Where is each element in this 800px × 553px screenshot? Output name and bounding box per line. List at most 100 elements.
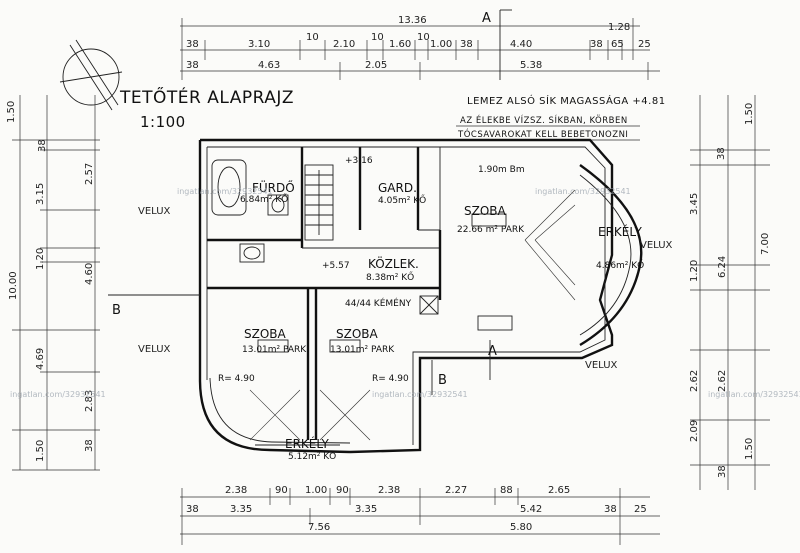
dim-bottom: 88 xyxy=(500,485,513,496)
room-name-corridor: KÖZLEK. xyxy=(368,255,419,271)
building-walls xyxy=(198,138,614,454)
chimney-label: 44/44 KÉMÉNY xyxy=(345,297,412,309)
dim-right: 38 xyxy=(717,465,728,478)
dim-bottom: 38 xyxy=(186,504,199,515)
room-name-bedroom-right: SZOBA xyxy=(336,327,379,341)
balcony-right xyxy=(524,164,643,347)
dim-bottom: 3.35 xyxy=(355,504,377,515)
watermark: ingatlan.com/32932541 xyxy=(177,187,273,196)
dim-top: 38 xyxy=(460,39,473,50)
dim-bottom: 2.38 xyxy=(378,485,400,496)
dim-left: 2.57 xyxy=(84,163,95,185)
dim-bottom: 25 xyxy=(634,504,647,515)
dimension-chain-right: 1.50 38 3.45 7.00 6.24 1.20 2.62 2.62 2.… xyxy=(689,95,771,490)
dim-bottom: 2.65 xyxy=(548,485,570,496)
dimension-chain-bottom: 2.38 90 1.00 90 2.38 2.27 88 2.65 3.35 3… xyxy=(180,485,660,545)
dim-right: 1.50 xyxy=(744,103,755,125)
section-mark-a-top: A xyxy=(482,9,512,80)
dim-top: 38 xyxy=(186,60,199,71)
room-area-wardrobe: 4.05m² KŐ xyxy=(378,195,426,206)
velux-tag: VELUX xyxy=(138,344,171,355)
dim-bottom: 7.56 xyxy=(308,522,330,533)
dim-top-total: 13.36 xyxy=(398,15,427,26)
dim-bottom: 90 xyxy=(275,485,288,496)
room-name-balcony-right: ERKÉLY xyxy=(598,224,642,239)
section-label: A xyxy=(488,344,497,359)
dim-top: 1.28 xyxy=(608,22,630,33)
dim-left: 38 xyxy=(37,139,48,152)
dim-right: 2.62 xyxy=(717,370,728,392)
dim-top: 4.40 xyxy=(510,39,532,50)
balcony-bottom xyxy=(198,377,371,454)
dim-left: 1.20 xyxy=(35,248,46,270)
watermark: ingatlan.com/32932541 xyxy=(372,390,468,399)
dim-right: 2.09 xyxy=(689,420,700,442)
watermark: ingatlan.com/32932541 xyxy=(535,187,631,196)
dim-bottom: 3.35 xyxy=(230,504,252,515)
dim-bottom: 90 xyxy=(336,485,349,496)
dim-left: 38 xyxy=(84,439,95,452)
watermark: ingatlan.com/32932541 xyxy=(708,390,800,399)
dim-left: 4.69 xyxy=(35,348,46,370)
north-arrow-icon xyxy=(59,39,123,111)
note-slab-height: LEMEZ ALSÓ SÍK MAGASSÁGA +4.81 xyxy=(467,94,666,107)
dim-left: 10.00 xyxy=(8,271,19,300)
dim-bottom: 1.00 xyxy=(305,485,327,496)
note-anchors-1: AZ ÉLEKBE VÍZSZ. SÍKBAN, KÖRBEN xyxy=(460,114,628,126)
section-label: A xyxy=(482,11,491,26)
section-label: B xyxy=(438,373,447,388)
plan-title: TETŐTÉR ALAPRAJZ xyxy=(119,86,294,108)
staircase xyxy=(304,164,334,241)
dim-left: 3.15 xyxy=(35,183,46,205)
dim-top: 2.05 xyxy=(365,60,387,71)
velux-tag: VELUX xyxy=(640,240,673,251)
dim-left: 4.60 xyxy=(84,263,95,285)
room-name-bedroom-main: SZOBA xyxy=(464,204,507,218)
dim-top: 10 xyxy=(417,32,430,43)
velux-tag: VELUX xyxy=(138,206,171,217)
dim-right: 1.50 xyxy=(744,438,755,460)
toilet-icon xyxy=(267,194,289,216)
radius-label: R= 4.90 xyxy=(218,374,255,384)
dim-top: 4.63 xyxy=(258,60,280,71)
elevation-label: +5.57 xyxy=(322,261,350,271)
dim-bottom: 38 xyxy=(604,504,617,515)
watermark: ingatlan.com/32932541 xyxy=(10,390,106,399)
dim-left: 1.50 xyxy=(6,101,17,123)
section-mark-b-right: B xyxy=(431,360,447,395)
radius-label: R= 4.90 xyxy=(372,374,409,384)
section-mark-a-bottom: A xyxy=(488,340,497,380)
dim-bottom: 2.38 xyxy=(225,485,247,496)
room-name-balcony-bottom: ERKÉLY xyxy=(285,436,329,451)
room-area-bedroom-right: 13.01m² PARK xyxy=(330,345,395,355)
dim-top: 10 xyxy=(306,32,319,43)
dim-left: 2.83 xyxy=(84,390,95,412)
dim-right: 2.62 xyxy=(689,370,700,392)
plan-scale: 1:100 xyxy=(140,113,186,131)
dim-top: 25 xyxy=(638,39,651,50)
section-mark-b-left: B xyxy=(108,294,200,318)
dim-bottom: 2.27 xyxy=(445,485,467,496)
section-label: B xyxy=(112,303,121,318)
dim-top: 1.00 xyxy=(430,39,452,50)
room-height-label: 1.90m Bm xyxy=(478,165,525,175)
dim-bottom: 5.80 xyxy=(510,522,532,533)
dim-right: 6.24 xyxy=(717,256,728,278)
room-area-corridor: 8.38m² KŐ xyxy=(366,272,414,283)
velux-tag: VELUX xyxy=(585,360,618,371)
dim-bottom: 5.42 xyxy=(520,504,542,515)
note-anchors-2: TÓCSAVAROKAT KELL BEBETONOZNI xyxy=(457,128,628,140)
velux-window-icon xyxy=(257,213,513,353)
dim-top: 5.38 xyxy=(520,60,542,71)
room-area-balcony-right: 4.86m² KŐ xyxy=(596,260,644,271)
dim-top: 1.60 xyxy=(389,39,411,50)
dim-left: 1.50 xyxy=(35,440,46,462)
room-area-bathroom: 6.84m² KŐ xyxy=(240,194,288,205)
bathtub-icon xyxy=(211,159,247,216)
elevation-label: +3.16 xyxy=(345,156,373,166)
room-area-balcony-bottom: 5.12m² KŐ xyxy=(288,451,336,462)
room-area-bedroom-left: 13.01m² PARK xyxy=(242,345,307,355)
dimension-chain-top: 13.36 38 3.10 10 2.10 10 1.60 10 1.00 38… xyxy=(180,15,660,80)
